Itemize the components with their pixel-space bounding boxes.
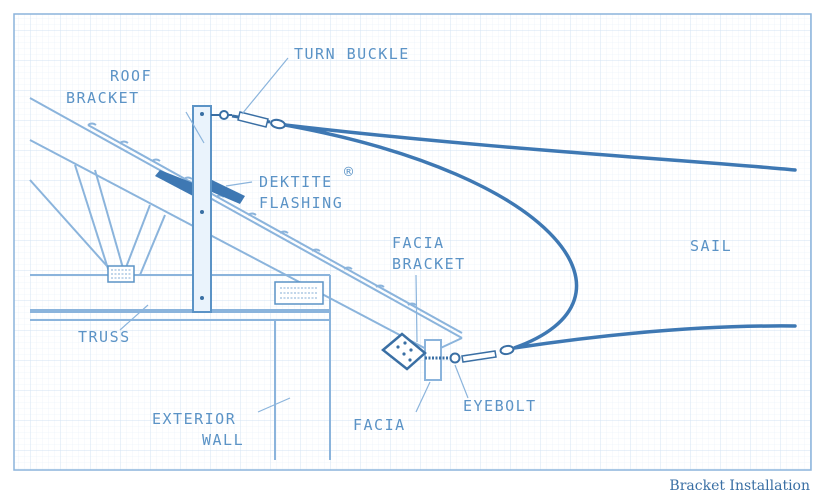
label-wall: WALL [202,431,244,449]
label-dektite-mark: ® [344,163,355,181]
label-flashing: FLASHING [259,194,343,212]
turnbuckle-hardware [211,110,286,130]
label-bracket: BRACKET [66,89,140,107]
roof-bracket-post [192,105,212,313]
dektite-flashing [155,170,245,204]
label-dektite: DEKTITE [259,173,333,191]
roof-sheeting [87,122,463,334]
label-roof: ROOF [110,67,152,85]
sail-cable [284,123,797,350]
label-exterior: EXTERIOR [152,410,236,428]
grid-background [13,13,812,471]
label-truss: TRUSS [78,328,131,346]
facia-bracket [381,332,448,371]
label-sail: SAIL [690,237,732,255]
top-plate [274,281,324,305]
facia-board [424,339,442,381]
label-facia-bracket-1: FACIA [392,234,445,252]
leader-lines [119,57,469,413]
label-turn-buckle: TURN BUCKLE [294,45,410,63]
eyebolt-hardware [449,344,515,364]
label-facia-bracket-2: BRACKET [392,255,466,273]
label-eyebolt: EYEBOLT [463,397,537,415]
label-facia: FACIA [353,416,406,434]
truss-bottom-chord [30,274,331,312]
caption: Bracket Installation [669,478,810,494]
truss-webs [29,164,166,283]
